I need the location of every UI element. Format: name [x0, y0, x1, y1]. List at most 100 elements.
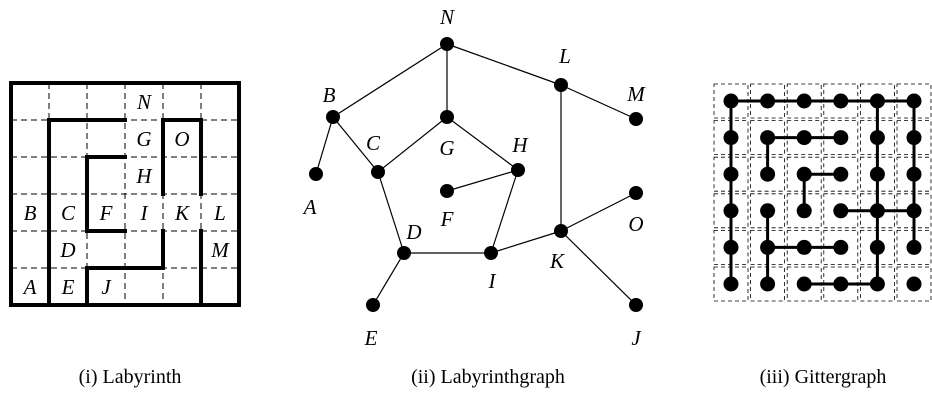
- graph-edge-G-H: [446, 116, 519, 171]
- maze-label-N: N: [136, 90, 152, 114]
- grid-graph-cells: [713, 83, 932, 302]
- maze-label-I: I: [140, 201, 149, 225]
- grid-graph-node: [906, 130, 922, 146]
- graph-node-label-M: M: [626, 82, 646, 106]
- maze-label-M: M: [210, 238, 230, 262]
- graph-edges: [315, 43, 637, 306]
- graph-node-O: [629, 186, 643, 200]
- maze-label-B: B: [24, 201, 37, 225]
- maze-label-D: D: [59, 238, 75, 262]
- graph-node-I: [484, 246, 498, 260]
- graph-edge-N-B: [332, 43, 448, 118]
- graph-node-N: [440, 37, 454, 51]
- grid-graph-node: [906, 276, 922, 292]
- graph-node-C: [371, 165, 385, 179]
- grid-graph-node: [796, 130, 812, 146]
- grid-graph-node: [796, 276, 812, 292]
- graph-node-label-B: B: [323, 83, 336, 107]
- maze-label-G: G: [136, 127, 151, 151]
- grid-cell: [896, 266, 932, 302]
- graph-node-label-G: G: [439, 136, 454, 160]
- labyrinth-labels: N G O H B C F I K L D M A E J: [22, 90, 231, 299]
- graph-node-F: [440, 184, 454, 198]
- grid-graph-panel: (iii) Gittergraph: [713, 83, 932, 388]
- graph-node-L: [554, 78, 568, 92]
- grid-graph-node: [833, 130, 849, 146]
- grid-graph-node: [906, 93, 922, 109]
- grid-graph-node: [906, 239, 922, 255]
- graph-edge-L-M: [560, 84, 637, 120]
- grid-graph-node: [833, 166, 849, 182]
- graph-node-label-I: I: [488, 269, 497, 293]
- graph-node-J: [629, 298, 643, 312]
- graph-edge-K-J: [560, 230, 637, 306]
- graph-node-label-N: N: [439, 5, 455, 29]
- graph-node-label-L: L: [558, 44, 571, 68]
- grid-graph-node: [833, 93, 849, 109]
- grid-graph-node: [723, 93, 739, 109]
- graph-node-label-A: A: [302, 195, 317, 219]
- graph-node-K: [554, 224, 568, 238]
- grid-graph-node: [869, 166, 885, 182]
- graph-node-G: [440, 110, 454, 124]
- graph-node-H: [511, 163, 525, 177]
- maze-label-A: A: [22, 275, 37, 299]
- grid-graph-node: [796, 93, 812, 109]
- grid-graph-node: [869, 130, 885, 146]
- graph-node-label-C: C: [366, 131, 381, 155]
- labyrinth-panel: N G O H B C F I K L D M A E J (i) Labyri…: [9, 81, 241, 388]
- grid-graph-node: [906, 203, 922, 219]
- graph-edge-C-G: [377, 116, 448, 173]
- graph-node-A: [309, 167, 323, 181]
- labyrinth-graph-caption: (ii) Labyrinthgraph: [411, 366, 565, 388]
- grid-graph-node: [760, 166, 776, 182]
- graph-edge-N-L: [446, 43, 562, 86]
- grid-graph-node: [723, 276, 739, 292]
- grid-graph-node: [796, 203, 812, 219]
- grid-graph-node: [869, 93, 885, 109]
- graph-node-label-E: E: [364, 326, 378, 350]
- grid-graph-node: [723, 130, 739, 146]
- grid-graph-node: [760, 239, 776, 255]
- grid-graph-node: [723, 203, 739, 219]
- graph-node-B: [326, 110, 340, 124]
- graph-edge-B-C: [332, 116, 379, 173]
- grid-graph-node: [869, 276, 885, 292]
- grid-graph-node: [906, 166, 922, 182]
- maze-label-E: E: [61, 275, 75, 299]
- grid-graph-node: [723, 239, 739, 255]
- maze-label-L: L: [213, 201, 226, 225]
- graph-edge-K-O: [560, 192, 637, 232]
- graph-node-label-H: H: [511, 133, 529, 157]
- graph-node-label-D: D: [405, 220, 421, 244]
- grid-graph-node: [760, 203, 776, 219]
- grid-graph-caption: (iii) Gittergraph: [760, 366, 887, 388]
- grid-graph-node: [869, 239, 885, 255]
- graph-edge-H-I: [490, 169, 519, 254]
- grid-graph-node: [869, 203, 885, 219]
- labyrinth-walls: [9, 81, 241, 307]
- grid-graph-node: [760, 276, 776, 292]
- labyrinth-grid-lines: [11, 83, 239, 305]
- labyrinth-caption: (i) Labyrinth: [79, 366, 182, 388]
- grid-graph-node: [760, 130, 776, 146]
- graph-node-D: [397, 246, 411, 260]
- grid-graph-node: [760, 93, 776, 109]
- grid-graph-node: [796, 239, 812, 255]
- graph-edge-I-K: [490, 230, 562, 254]
- maze-label-F: F: [99, 201, 113, 225]
- graph-edge-B-A: [315, 116, 334, 175]
- grid-graph-node: [833, 203, 849, 219]
- grid-graph-node: [833, 276, 849, 292]
- graph-edge-H-F: [446, 169, 519, 192]
- graph-node-M: [629, 112, 643, 126]
- graph-nodes: [309, 37, 643, 312]
- grid-graph-edges: [729, 99, 916, 286]
- graph-node-label-K: K: [549, 249, 565, 273]
- graph-edge-C-D: [377, 171, 405, 254]
- maze-label-O: O: [174, 127, 189, 151]
- graph-node-label-O: O: [628, 212, 643, 236]
